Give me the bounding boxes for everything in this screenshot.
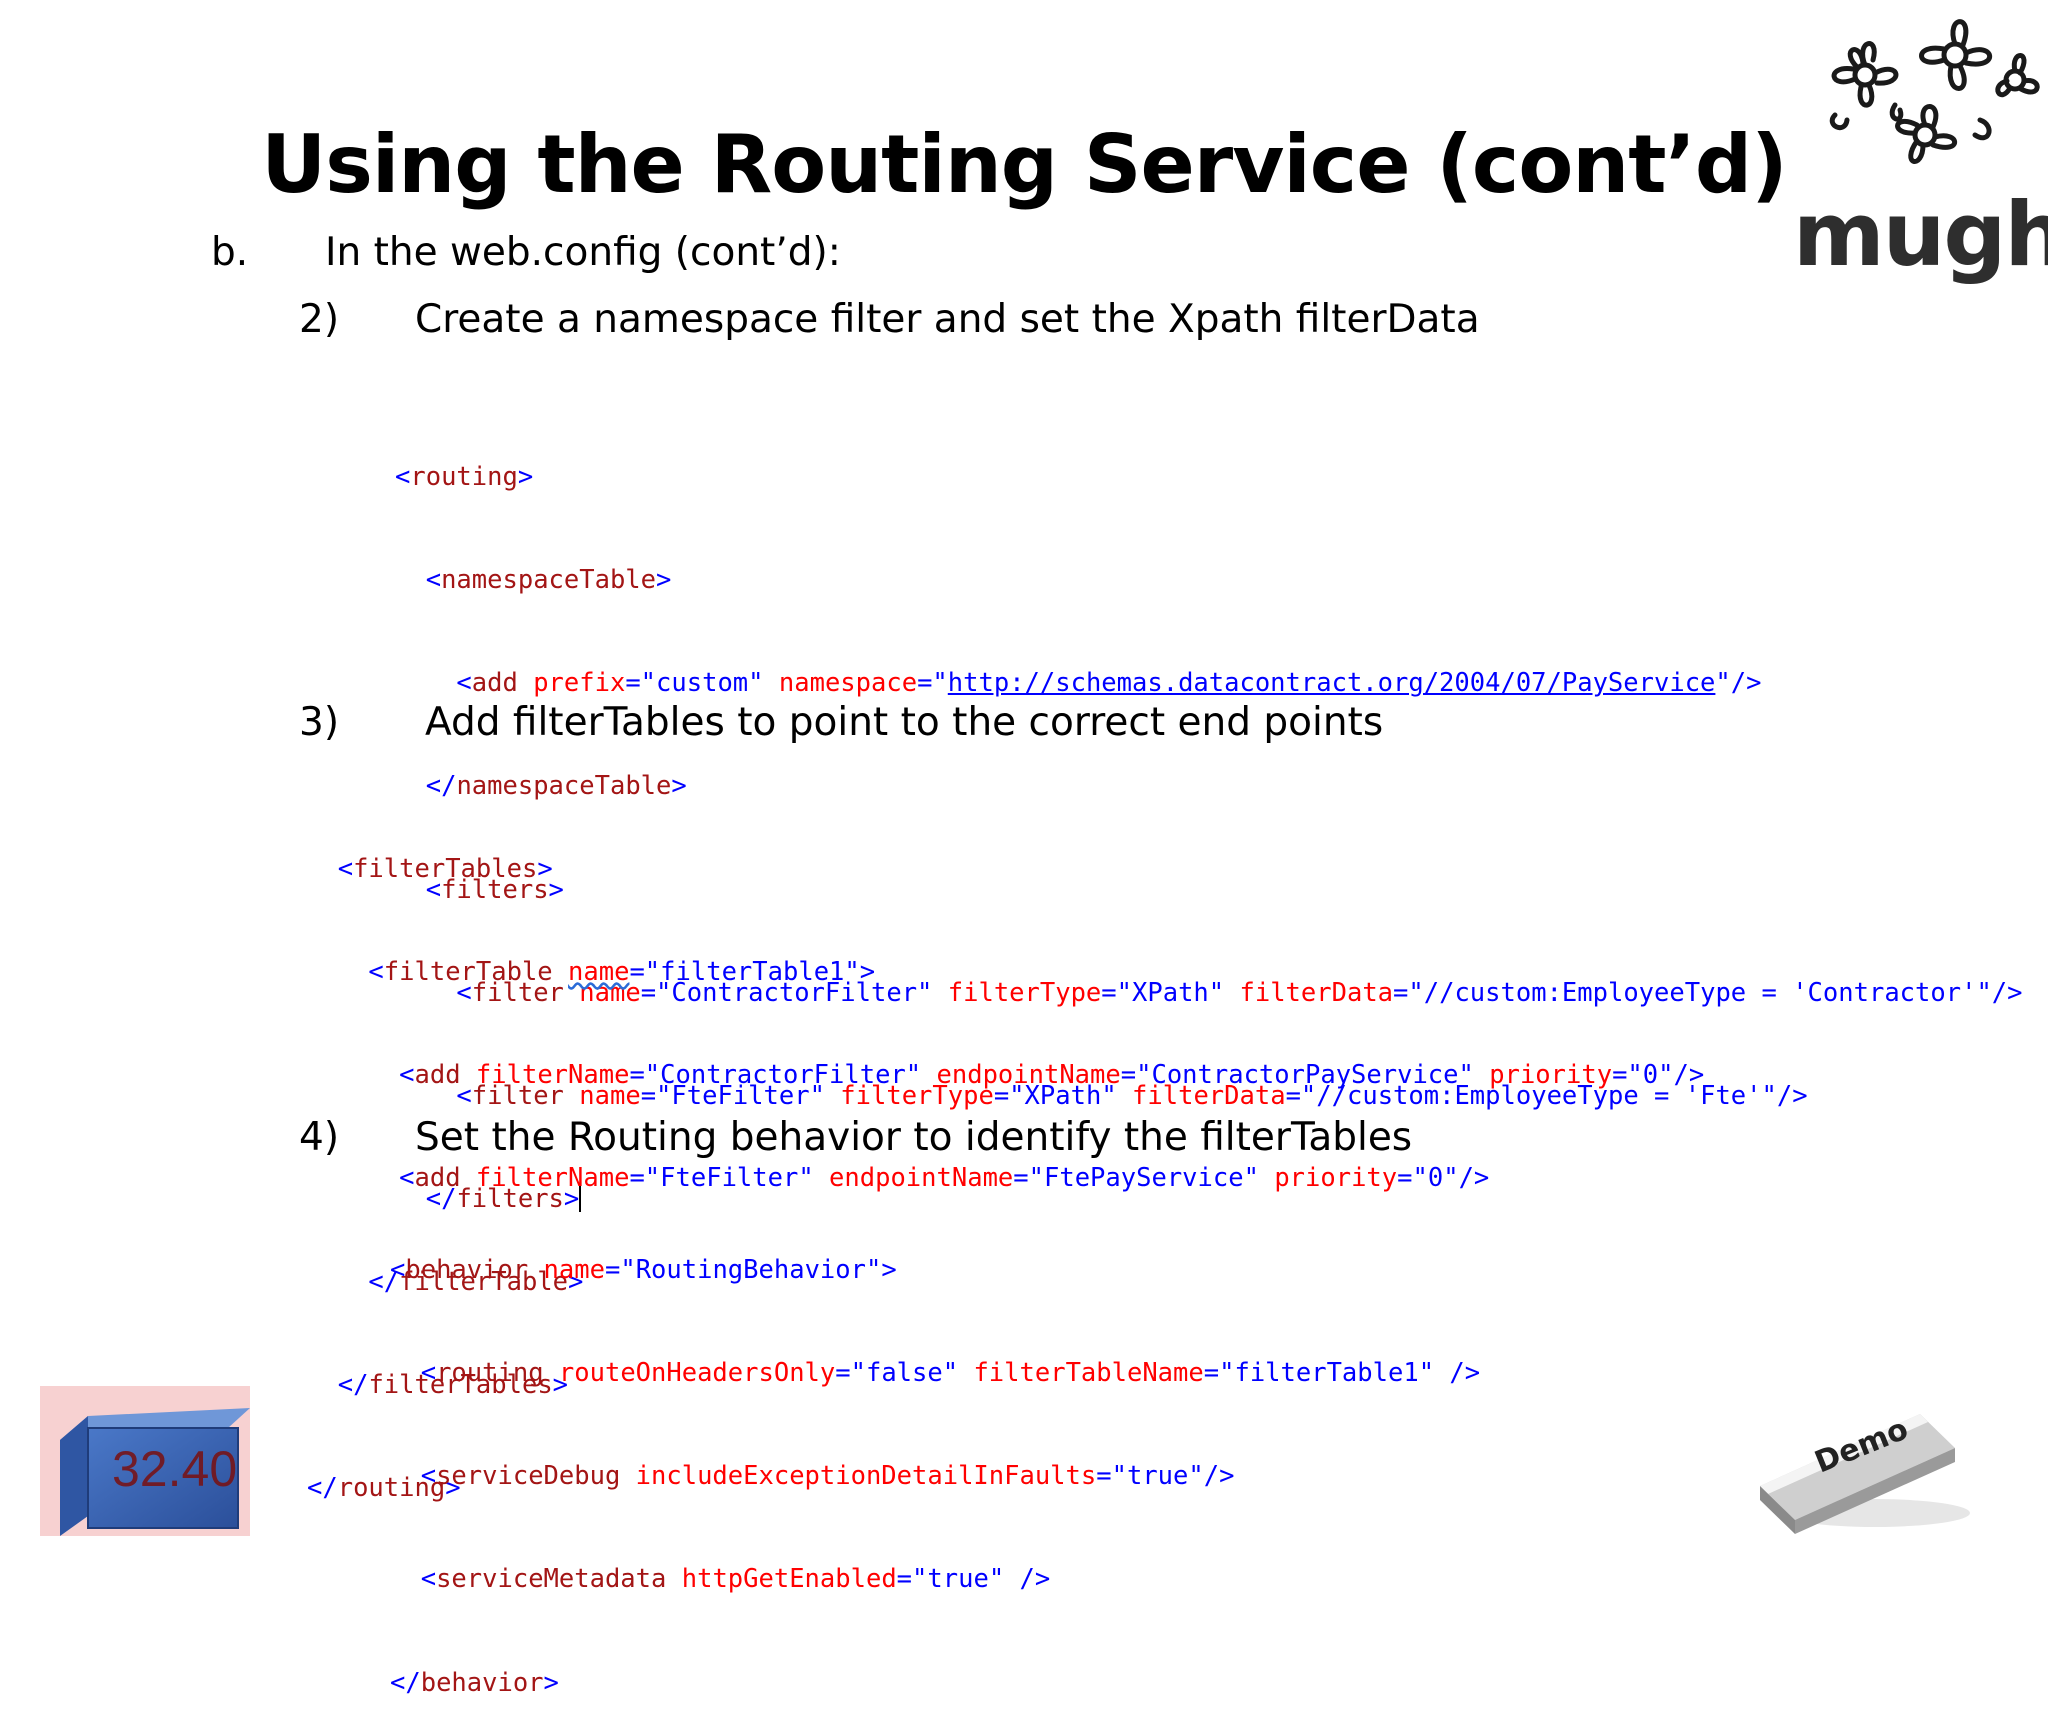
code-block-namespace-filters: <routing> <namespaceTable> <add prefix="… xyxy=(395,391,2023,1251)
namespace-url-link[interactable]: http://schemas.datacontract.org/2004/07/… xyxy=(947,668,1716,699)
code-line: </behavior> xyxy=(390,1667,559,1698)
text-caret xyxy=(579,1184,582,1213)
flowers-icon xyxy=(1829,19,2040,165)
code-line: <add filterName="FteFilter" endpointName… xyxy=(399,1163,1490,1194)
code-line: <serviceDebug includeExceptionDetailInFa… xyxy=(420,1461,1235,1492)
demo-badge: Demo xyxy=(1750,1408,1980,1536)
slide-title: Using the Routing Service (cont’d) xyxy=(261,118,1787,211)
demo-key-icon xyxy=(1760,1414,1970,1534)
step-3-marker: 3) xyxy=(299,700,340,745)
bullet-text-b: In the web.config (cont’d): xyxy=(325,230,841,275)
code-line: <serviceMetadata httpGetEnabled="true" /… xyxy=(420,1564,1051,1595)
step-2-marker: 2) xyxy=(299,297,340,342)
code-line: <filter name="FteFilter" filterType="XPa… xyxy=(456,1081,1808,1112)
cube-icon xyxy=(40,1386,250,1536)
step-4-marker: 4) xyxy=(299,1115,340,1160)
code-line: </namespaceTable> xyxy=(425,771,687,802)
bullet-marker-b: b. xyxy=(211,230,249,275)
code-line: <filters> xyxy=(425,874,564,905)
code-line: <routing> xyxy=(395,461,534,492)
code-line: <add filterName="ContractorFilter" endpo… xyxy=(399,1060,1705,1091)
code-line: </routing> xyxy=(307,1473,461,1504)
code-line: <filterTables> xyxy=(337,853,553,884)
step-2-text: Create a namespace filter and set the Xp… xyxy=(415,297,1480,342)
code-line: <add prefix="custom" namespace="http://s… xyxy=(456,668,1762,699)
timer-cube-badge: 32.40 xyxy=(40,1378,260,1536)
code-line: </filterTable> xyxy=(368,1266,584,1297)
code-line: </filterTables> xyxy=(337,1369,569,1400)
code-line: <filterTable name="filterTable1"> xyxy=(368,957,876,988)
code-line: <filter name="ContractorFilter" filterTy… xyxy=(456,977,2023,1008)
code-block-routing-behavior: <behavior name="RoutingBehavior"> <routi… xyxy=(390,1184,1480,1734)
timer-value: 32.40 xyxy=(112,1441,238,1497)
step-3-text: Add filterTables to point to the correct… xyxy=(425,700,1384,745)
mugh-logo: mugh xyxy=(1793,5,2048,290)
code-line: </filters> xyxy=(425,1184,582,1215)
code-line: <routing routeOnHeadersOnly="false" filt… xyxy=(420,1358,1481,1389)
step-4-text: Set the Routing behavior to identify the… xyxy=(415,1115,1413,1160)
code-block-filter-tables: <filterTables> <filterTable name="filter… xyxy=(307,783,1704,1540)
code-line: <namespaceTable> xyxy=(425,565,672,596)
code-line: <behavior name="RoutingBehavior"> xyxy=(390,1254,897,1285)
logo-text: mugh xyxy=(1793,183,2048,286)
